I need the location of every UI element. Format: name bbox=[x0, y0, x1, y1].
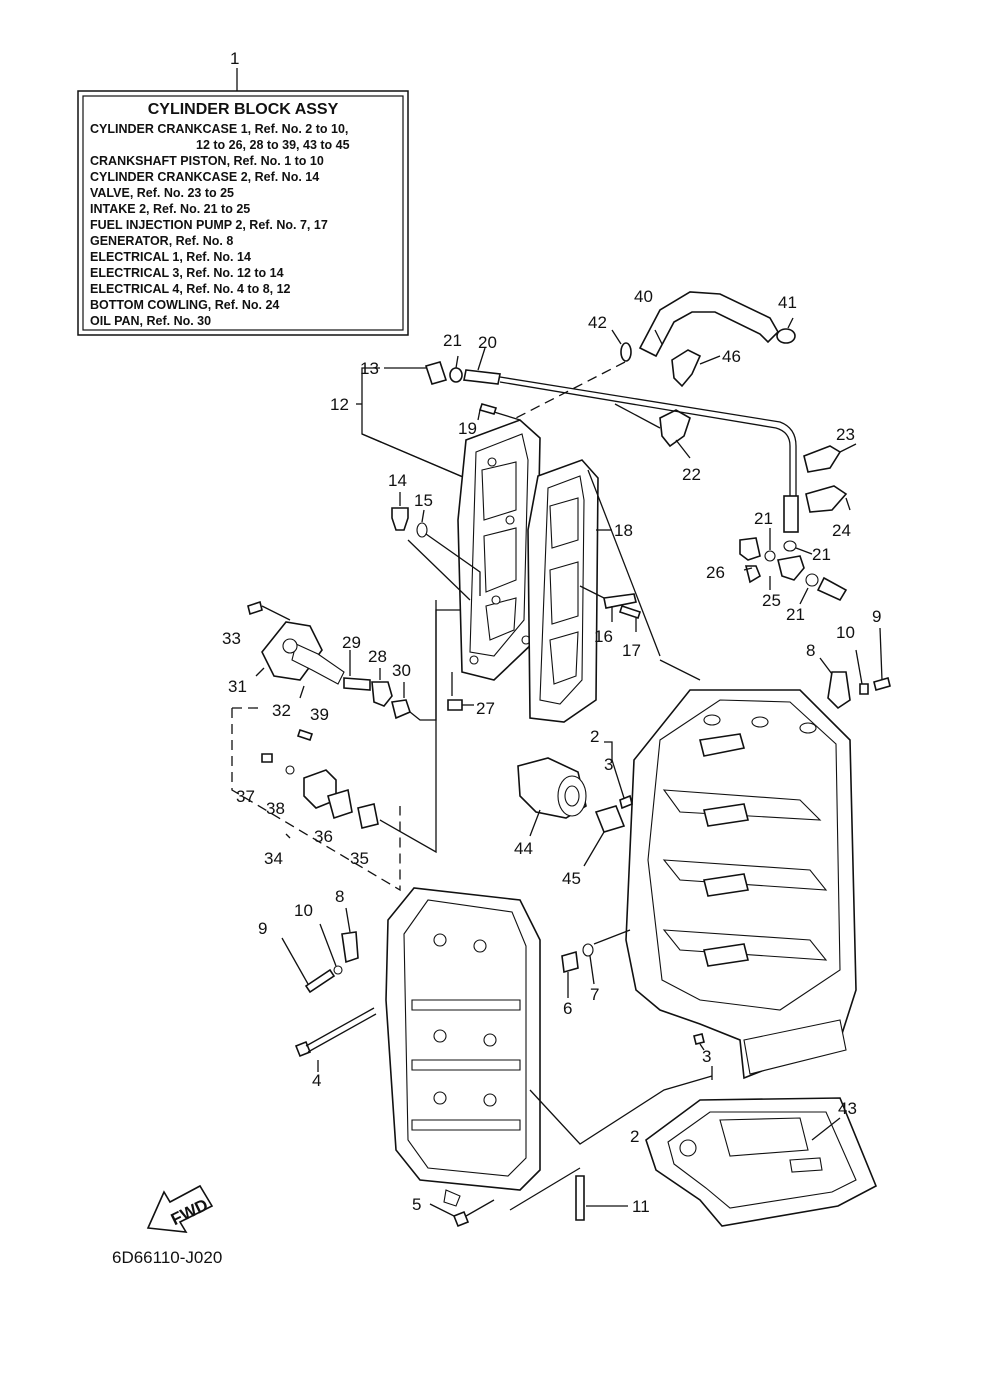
fwd-arrow: FWD bbox=[146, 1184, 214, 1233]
callout: 9 bbox=[258, 919, 267, 938]
assembly-line: OIL PAN, Ref. No. 30 bbox=[90, 314, 211, 328]
assembly-line: GENERATOR, Ref. No. 8 bbox=[90, 234, 233, 248]
callout: 34 bbox=[264, 849, 283, 868]
callout: 2 bbox=[590, 727, 599, 746]
callout: 26 bbox=[706, 563, 725, 582]
callout: 21 bbox=[754, 509, 773, 528]
callout: 40 bbox=[634, 287, 653, 306]
assembly-line: FUEL INJECTION PUMP 2, Ref. No. 7, 17 bbox=[90, 218, 328, 232]
callout: 7 bbox=[590, 985, 599, 1004]
cover-small-parts bbox=[391, 403, 642, 711]
callout: 28 bbox=[368, 647, 387, 666]
callout: 29 bbox=[342, 633, 361, 652]
callout: 30 bbox=[392, 661, 411, 680]
callout: 32 bbox=[272, 701, 291, 720]
dowel-and-plug-parts bbox=[529, 741, 713, 1145]
callout: 43 bbox=[838, 1099, 857, 1118]
callout: 44 bbox=[514, 839, 533, 858]
assembly-title: CYLINDER BLOCK ASSY bbox=[148, 101, 339, 118]
callout: 2 bbox=[630, 1127, 639, 1146]
callout: 18 bbox=[614, 521, 633, 540]
callout: 3 bbox=[604, 755, 613, 774]
ref-12-bracket bbox=[356, 367, 471, 481]
callout: 24 bbox=[832, 521, 851, 540]
drawing-code: 6D66110-J020 bbox=[112, 1248, 222, 1267]
assembly-box: 1 CYLINDER BLOCK ASSY CYLINDER CRANKCASE… bbox=[77, 49, 409, 336]
callout: 8 bbox=[335, 887, 344, 906]
callout: 3 bbox=[702, 1047, 711, 1066]
group-34 bbox=[231, 600, 437, 892]
callout: 37 bbox=[236, 787, 255, 806]
callout: 21 bbox=[443, 331, 462, 350]
assembly-line: ELECTRICAL 1, Ref. No. 14 bbox=[90, 250, 251, 264]
assembly-line: 12 to 26, 28 to 39, 43 to 45 bbox=[196, 138, 350, 152]
callout: 21 bbox=[812, 545, 831, 564]
oil-pan-gasket bbox=[645, 1097, 878, 1227]
callout: 20 bbox=[478, 333, 497, 352]
callout: 33 bbox=[222, 629, 241, 648]
callout: 42 bbox=[588, 313, 607, 332]
assembly-line: CYLINDER CRANKCASE 2, Ref. No. 14 bbox=[90, 170, 319, 184]
assembly-line: CYLINDER CRANKCASE 1, Ref. No. 2 to 10, bbox=[90, 122, 348, 136]
callout: 39 bbox=[310, 705, 329, 724]
callout: 19 bbox=[458, 419, 477, 438]
valve-group bbox=[739, 443, 857, 605]
callout: 1 bbox=[230, 49, 239, 68]
tube-assembly bbox=[384, 347, 799, 533]
exhaust-cover bbox=[457, 419, 541, 681]
assembly-line: BOTTOM COWLING, Ref. No. 24 bbox=[90, 298, 279, 312]
callouts: 2 2 3 3 4 5 6 7 8 8 9 9 10 10 11 12 13 1… bbox=[222, 287, 881, 1216]
crankcase bbox=[385, 887, 541, 1207]
callout: 45 bbox=[562, 869, 581, 888]
callout: 21 bbox=[786, 605, 805, 624]
crankcase-small-parts bbox=[281, 907, 628, 1228]
callout: 46 bbox=[722, 347, 741, 366]
assembly-line: VALVE, Ref. No. 23 to 25 bbox=[90, 186, 234, 200]
callout: 31 bbox=[228, 677, 247, 696]
callout: 10 bbox=[836, 623, 855, 642]
oil-filter bbox=[517, 757, 626, 867]
assembly-line: ELECTRICAL 3, Ref. No. 12 to 14 bbox=[90, 266, 284, 280]
assembly-line: ELECTRICAL 4, Ref. No. 4 to 8, 12 bbox=[90, 282, 291, 296]
callout: 38 bbox=[266, 799, 285, 818]
callout: 10 bbox=[294, 901, 313, 920]
callout: 6 bbox=[563, 999, 572, 1018]
callout: 15 bbox=[414, 491, 433, 510]
assembly-line: CRANKSHAFT PISTON, Ref. No. 1 to 10 bbox=[90, 154, 324, 168]
callout: 12 bbox=[330, 395, 349, 414]
callout: 9 bbox=[872, 607, 881, 626]
callout: 36 bbox=[314, 827, 333, 846]
callout: 8 bbox=[806, 641, 815, 660]
callout: 13 bbox=[360, 359, 379, 378]
callout: 11 bbox=[632, 1197, 650, 1216]
hose-assembly bbox=[511, 291, 796, 459]
callout: 16 bbox=[594, 627, 613, 646]
callout: 5 bbox=[412, 1195, 421, 1214]
callout: 4 bbox=[312, 1071, 321, 1090]
callout: 35 bbox=[350, 849, 369, 868]
callout: 17 bbox=[622, 641, 641, 660]
callout: 41 bbox=[778, 293, 797, 312]
callout: 14 bbox=[388, 471, 407, 490]
exhaust-gasket bbox=[527, 459, 612, 723]
assembly-line: INTAKE 2, Ref. No. 21 to 25 bbox=[90, 202, 250, 216]
callout: 25 bbox=[762, 591, 781, 610]
callout: 22 bbox=[682, 465, 701, 484]
callout: 23 bbox=[836, 425, 855, 444]
cylinder-block bbox=[587, 469, 891, 1080]
callout: 27 bbox=[476, 699, 495, 718]
